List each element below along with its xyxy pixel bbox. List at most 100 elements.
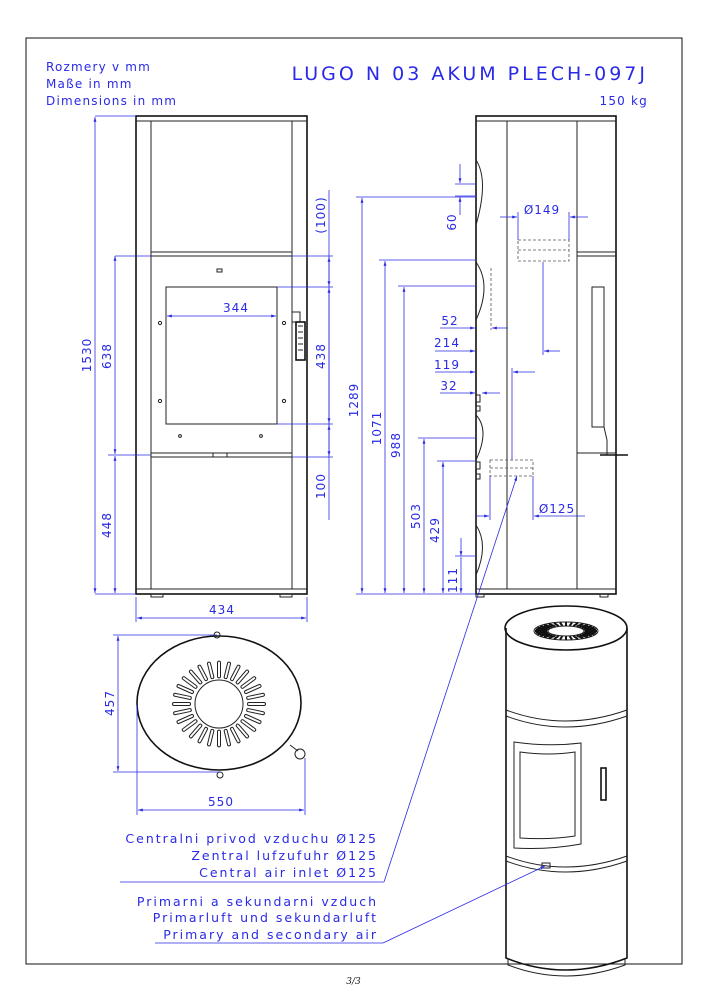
leader-lines <box>120 475 546 944</box>
iso-vent-slot <box>535 628 548 631</box>
dim-top-depth: 457 <box>103 690 117 716</box>
iso-vent-slot <box>568 621 573 627</box>
iso-vent-slot <box>543 633 553 639</box>
dim-total-height: 1530 <box>80 338 94 373</box>
vent-slot-inner <box>241 720 256 731</box>
iso-vent-slot <box>537 626 549 630</box>
page-number: 3/3 <box>346 977 361 987</box>
vent-slot-inner <box>247 709 264 715</box>
dim-h1289: 1289 <box>347 383 361 418</box>
top-view-dimensions: 457 550 <box>103 634 306 815</box>
iso-vent-slot <box>579 623 589 629</box>
iso-vent-slot <box>568 635 573 641</box>
side-view <box>475 115 628 598</box>
iso-vent-slot <box>559 635 564 641</box>
iso-vent-slot <box>548 622 556 628</box>
vent-slot-inner <box>236 670 249 684</box>
dim-d214: 214 <box>434 336 460 350</box>
iso-vent-slot <box>581 633 592 637</box>
iso-vent-slot <box>584 631 597 634</box>
vent-slot-inner <box>177 685 193 693</box>
dim-door-height: 438 <box>314 343 328 369</box>
vent-slot-inner <box>247 693 264 699</box>
vent-slot-inner <box>182 677 197 688</box>
dim-glass-width: 344 <box>223 301 249 315</box>
vent-slot-inner <box>189 670 202 684</box>
vent-slot-inner <box>231 727 240 743</box>
front-view-dimensions: 1530 638 448 344 (100) 438 100 434 <box>80 115 333 622</box>
dim-front-width: 434 <box>209 603 235 617</box>
dim-inlet-diameter: Ø125 <box>539 502 575 516</box>
vent-slot-inner <box>208 729 214 746</box>
vent-slot-inner <box>182 720 197 731</box>
iso-vent-slot <box>553 635 560 640</box>
note-primary-air-de: Primarluft und sekundarluft <box>153 910 378 925</box>
dim-bottom-gap: 100 <box>314 473 328 499</box>
dim-h111: 111 <box>446 567 460 593</box>
dim-top-gap: (100) <box>314 196 328 233</box>
note-central-air-cz: Centralni privod vzduchu Ø125 <box>125 831 378 846</box>
vent-slot-inner <box>231 665 240 681</box>
dim-lower-height: 448 <box>100 512 114 538</box>
vent-slot-inner <box>241 677 256 688</box>
dim-h988: 988 <box>389 432 403 458</box>
dim-h429: 429 <box>428 517 442 543</box>
iso-vent-slot <box>572 635 579 640</box>
units-label-de: Maße in mm <box>46 77 133 91</box>
vent-slot-inner <box>177 715 193 723</box>
note-central-air-de: Zentral lufzufuhr Ø125 <box>191 848 378 863</box>
dim-outlet-diameter: Ø149 <box>524 203 560 217</box>
iso-vent-slot <box>537 632 549 636</box>
vent-slot-inner <box>224 662 230 679</box>
vent-slot-inner <box>224 729 230 746</box>
vent-slot-inner <box>236 724 249 738</box>
weight-label: 150 kg <box>600 94 649 108</box>
dim-d32: 32 <box>440 379 457 393</box>
vent-slot-inner <box>245 715 261 723</box>
note-primary-air-cz: Primarni a sekundarni vzduch <box>137 894 378 909</box>
iso-vent-slot <box>583 632 595 636</box>
vent-slot-inner <box>245 685 261 693</box>
iso-vent-slot <box>572 622 579 627</box>
iso-vent-slot <box>543 623 553 629</box>
iso-vent-slot <box>579 633 589 639</box>
iso-vent-slot <box>576 634 584 640</box>
iso-vent-slot <box>559 621 564 627</box>
dim-h1071: 1071 <box>370 411 384 446</box>
vent-slot-inner <box>174 709 191 715</box>
model-title: LUGO N 03 AKUM PLECH-097J <box>292 63 648 85</box>
iso-vent-slot <box>540 625 551 629</box>
units-label-en: Dimensions in mm <box>46 94 177 108</box>
note-primary-air-en: Primary and secondary air <box>163 927 378 942</box>
iso-vent-slot <box>581 625 592 629</box>
iso-vent-slot <box>548 634 556 640</box>
title-block: Rozmery v mm Maße in mm Dimensions in mm… <box>46 60 649 108</box>
dim-h60: 60 <box>445 213 459 230</box>
top-view <box>136 631 306 779</box>
dim-d52: 52 <box>441 314 458 328</box>
vent-slot-inner <box>198 665 207 681</box>
units-label-cz: Rozmery v mm <box>46 60 151 74</box>
dim-upper-height: 638 <box>100 343 114 369</box>
iso-vent-slot <box>540 633 551 637</box>
iso-vent-slot <box>535 631 548 634</box>
note-central-air-en: Central air inlet Ø125 <box>199 865 378 880</box>
iso-vent-slot <box>576 622 584 628</box>
iso-vent-slot <box>553 622 560 627</box>
vent-slot-inner <box>198 727 207 743</box>
dim-d119: 119 <box>434 358 460 372</box>
vent-slot-inner <box>174 693 191 699</box>
dim-top-width: 550 <box>208 795 234 809</box>
drawing-frame <box>25 37 683 965</box>
note-primary-air: Primarni a sekundarni vzduch Primarluft … <box>137 894 378 942</box>
note-central-air: Centralni privod vzduchu Ø125 Zentral lu… <box>125 831 378 880</box>
side-view-dimensions: 1289 1071 988 503 429 111 60 Ø149 <box>347 164 588 595</box>
dim-h503: 503 <box>409 503 423 529</box>
vent-slot-inner <box>208 662 214 679</box>
iso-vent-slot <box>584 628 597 631</box>
iso-vent-slot <box>583 626 595 630</box>
front-view <box>135 115 308 598</box>
isometric-view <box>504 605 628 977</box>
vent-slot-inner <box>189 724 202 738</box>
